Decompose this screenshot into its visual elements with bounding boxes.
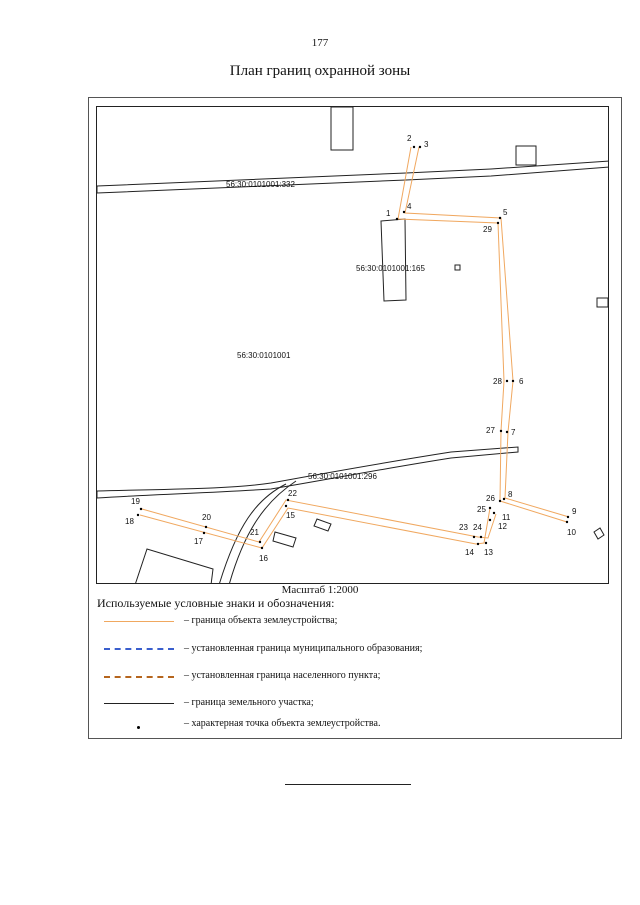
object-boundary-line [397,146,568,523]
characteristic-point [479,535,483,539]
point-label: 23 [459,523,468,532]
building [313,518,332,532]
characteristic-point [488,506,492,510]
characteristic-point [472,535,476,539]
object-boundary-line [139,507,491,549]
building [330,107,354,151]
building [515,145,537,166]
characteristic-point [286,498,290,502]
characteristic-point [499,429,503,433]
building [596,297,608,308]
characteristic-point [418,145,422,149]
object-boundary-line [141,499,497,543]
point-label: 7 [511,428,516,437]
parcel-boundary-165 [380,218,407,302]
building [135,548,214,583]
characteristic-point [139,507,143,511]
page-number: 177 [311,37,329,49]
point-label: 18 [125,517,134,526]
legend-sample-settlement-boundary [104,676,174,678]
characteristic-point [395,217,399,221]
characteristic-point [136,513,140,517]
characteristic-point [498,216,502,220]
characteristic-point [496,221,500,225]
point-label: 10 [567,528,576,537]
point-label: 27 [486,426,495,435]
characteristic-point [565,520,569,524]
characteristic-point [566,515,570,519]
legend-sample-object-boundary [104,621,174,622]
characteristic-points [136,145,570,550]
point-label: 26 [486,494,495,503]
point-label: 25 [477,505,486,514]
parcel-label-332: 56:30:0101001:332 [226,180,296,189]
characteristic-point [511,379,515,383]
characteristic-point [492,511,496,515]
characteristic-point [402,210,406,214]
characteristic-point [476,542,480,546]
characteristic-point [260,546,264,550]
signature-line [285,784,411,785]
legend-sample-point [137,726,140,729]
point-label: 3 [424,140,429,149]
point-label: 1 [386,209,391,218]
parcel-boundary-332 [97,160,608,194]
characteristic-point [412,145,416,149]
building [454,264,461,271]
characteristic-point [488,518,492,522]
legend-sample-municipal-boundary [104,648,174,650]
legend-item-municipal-boundary: – установленная граница муниципального о… [184,643,423,654]
legend-item-point: – характерная точка объекта землеустройс… [184,718,381,729]
point-label: 20 [202,513,211,522]
characteristic-point [505,430,509,434]
point-label: 19 [131,497,140,506]
characteristic-point [484,541,488,545]
characteristic-point [505,379,509,383]
point-label: 22 [288,489,297,498]
point-label: 17 [194,537,203,546]
building [272,531,297,548]
road-curve-inner [229,480,297,583]
building [593,527,605,540]
characteristic-point [258,540,262,544]
legend-title: Используемые условные знаки и обозначени… [97,596,335,610]
point-label: 8 [508,490,513,499]
characteristic-point [284,504,288,508]
point-label: 21 [250,528,259,537]
characteristic-point [202,531,206,535]
point-label: 12 [498,522,507,531]
point-label: 11 [502,513,511,522]
point-label: 9 [572,507,577,516]
characteristic-point [204,525,208,529]
characteristic-point [498,499,502,503]
parcel-label-296: 56:30:0101001:296 [308,472,378,481]
characteristic-point [502,497,506,501]
legend-sample-parcel-boundary [104,703,174,704]
point-label: 28 [493,377,502,386]
page-title: План границ охранной зоны [229,63,411,79]
point-label: 16 [259,554,268,563]
point-label: 6 [519,377,524,386]
point-label: 4 [407,202,412,211]
point-label: 5 [503,208,508,217]
point-label: 29 [483,225,492,234]
point-label: 2 [407,134,412,143]
road-curve [219,483,287,583]
point-label: 24 [473,523,482,532]
legend-item-object-boundary: – граница объекта землеустройства; [184,615,338,626]
scale-label: Масштаб 1:2000 [281,584,359,596]
parcel-label-165: 56:30:0101001:165 [356,264,426,273]
parcel-boundary-296 [97,446,519,499]
legend-item-parcel-boundary: – граница земельного участка; [184,697,314,708]
parcel-label-main: 56:30:0101001 [237,351,291,360]
point-label: 14 [465,548,474,557]
point-label: 13 [484,548,493,557]
legend-item-settlement-boundary: – установленная граница населенного пунк… [184,670,381,681]
point-label: 15 [286,511,295,520]
sheet-frame [88,97,622,739]
